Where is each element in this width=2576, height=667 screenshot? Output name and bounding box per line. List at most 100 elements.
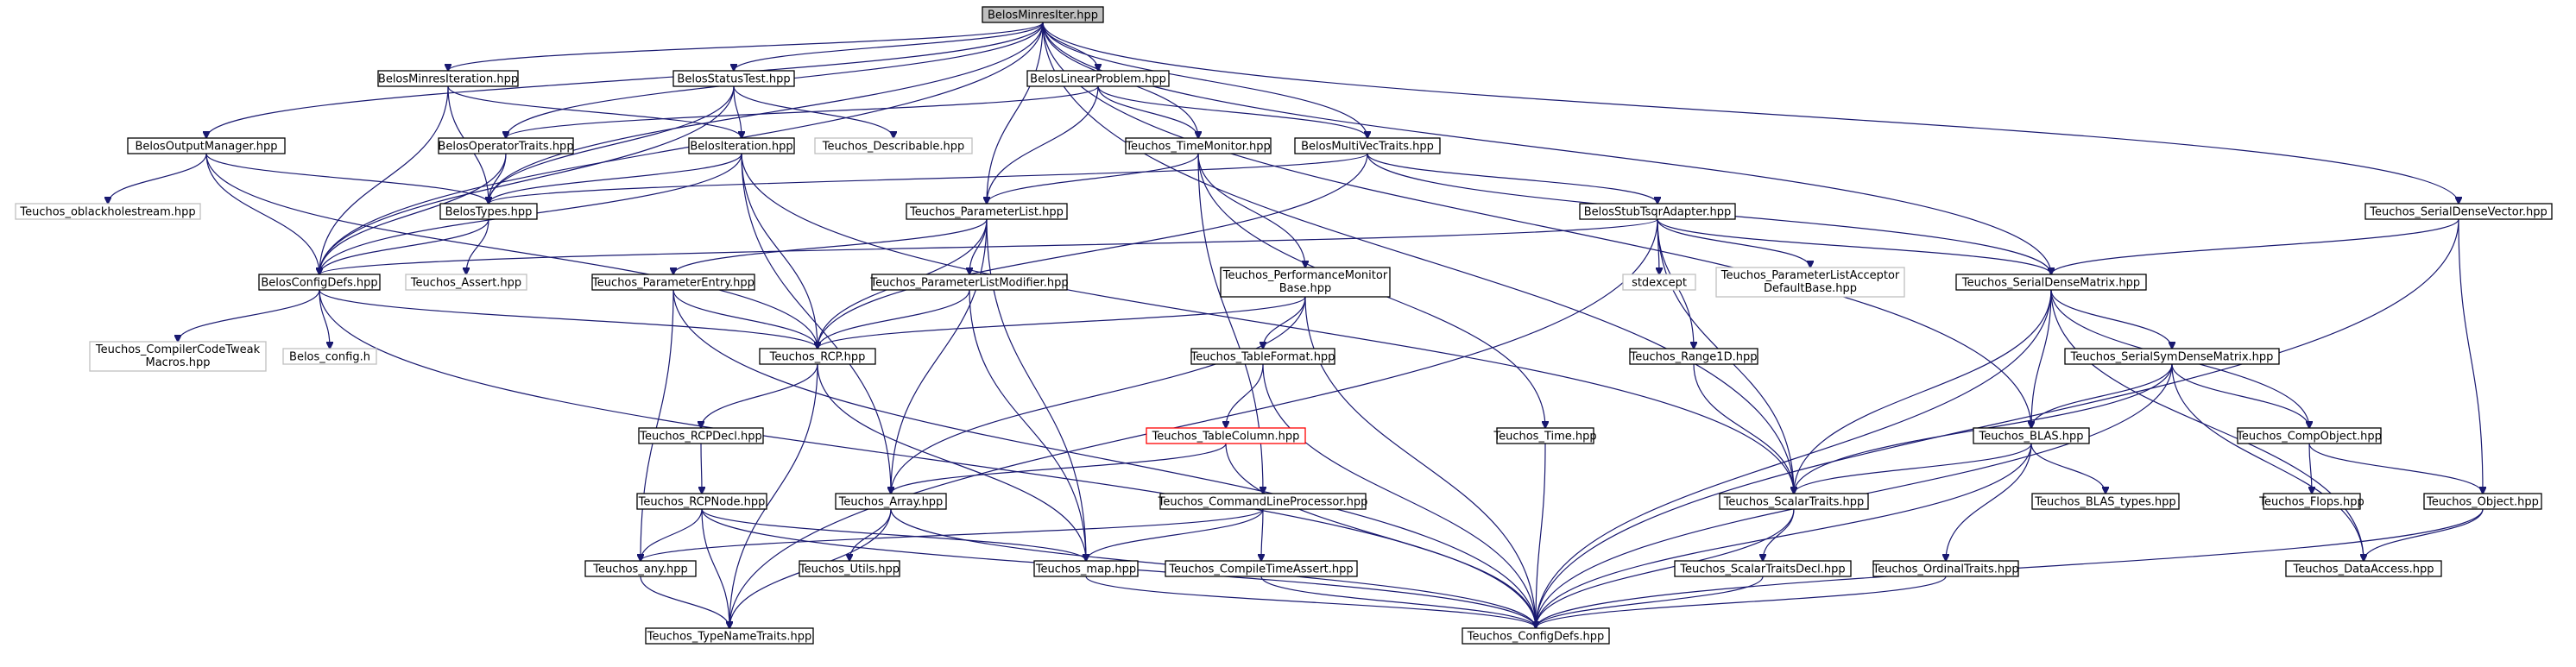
node-rcpnode[interactable]: Teuchos_RCPNode.hpp (636, 493, 767, 510)
node-tableformat[interactable]: Teuchos_TableFormat.hpp (1190, 348, 1335, 365)
node-cmdline[interactable]: Teuchos_CommandLineProcessor.hpp (1158, 493, 1368, 510)
edge-paramlistmod-to-rcp (818, 289, 970, 349)
node-paramentry[interactable]: Teuchos_ParameterEntry.hpp (591, 274, 755, 291)
node-label: Teuchos_ScalarTraitsDecl.hpp (1679, 563, 1845, 576)
node-label: Teuchos_any.hpp (592, 563, 688, 576)
edge-rcpdecl-to-rcpnode (701, 443, 702, 494)
node-tablecolumn[interactable]: Teuchos_TableColumn.hpp (1146, 427, 1306, 444)
node-stubtsqr[interactable]: BelosStubTsqrAdapter.hpp (1579, 203, 1736, 220)
node-dataaccess[interactable]: Teuchos_DataAccess.hpp (2285, 560, 2442, 577)
edge-perfmon-to-array (891, 296, 1306, 494)
node-blastypes[interactable]: Teuchos_BLAS_types.hpp (2031, 493, 2180, 510)
node-operatortraits[interactable]: BelosOperatorTraits.hpp (438, 137, 574, 154)
node-multivectraits[interactable]: BelosMultiVecTraits.hpp (1294, 137, 1441, 154)
edge-types-to-configdefs (319, 218, 489, 274)
node-assert[interactable]: Teuchos_Assert.hpp (405, 274, 527, 291)
edge-array-to-utils (849, 508, 892, 561)
node-scalartraitsdecl[interactable]: Teuchos_ScalarTraitsDecl.hpp (1674, 560, 1852, 577)
node-label: Teuchos_TableFormat.hpp (1190, 351, 1335, 364)
node-map[interactable]: Teuchos_map.hpp (1033, 560, 1139, 577)
edge-serialsym-to-blas (2031, 363, 2173, 428)
node-paramlistmod[interactable]: Teuchos_ParameterListModifier.hpp (869, 274, 1069, 291)
node-label: Teuchos_Time.hpp (1493, 431, 1596, 444)
edge-serialdensevector-to-object (2458, 218, 2483, 494)
edge-root-to-blas (1042, 22, 2031, 428)
node-oblackhole[interactable]: Teuchos_oblackholestream.hpp (15, 203, 201, 220)
node-describable[interactable]: Teuchos_Describable.hpp (814, 137, 973, 154)
node-minresiteration[interactable]: BelosMinresIteration.hpp (377, 70, 519, 87)
node-label: Belos_config.h (289, 351, 370, 364)
node-linearproblem[interactable]: BelosLinearProblem.hpp (1026, 70, 1170, 87)
edge-scalartraits-to-tconfigdefs (1536, 508, 1795, 628)
edge-stubtsqr-to-serialdensematrix (1657, 218, 2051, 274)
node-label: BelosMultiVecTraits.hpp (1301, 141, 1434, 154)
edge-compobject-to-flops (2309, 443, 2312, 494)
node-blas[interactable]: Teuchos_BLAS.hpp (1973, 427, 2090, 444)
node-stdexcept[interactable]: stdexcept (1622, 274, 1696, 291)
node-label: Base.hpp (1279, 282, 1332, 295)
edge-tablecolumn-to-array (891, 443, 1227, 494)
edge-blas-to-ordinaltraits (1946, 443, 2032, 561)
node-serialdensevector[interactable]: Teuchos_SerialDenseVector.hpp (2364, 203, 2553, 220)
edge-root-to-statustest (734, 22, 1044, 71)
edge-serialdensevector-to-tconfigdefs (1536, 218, 2459, 628)
edge-serialdensematrix-to-serialsym (2050, 289, 2172, 349)
node-paramlist[interactable]: Teuchos_ParameterList.hpp (906, 203, 1068, 220)
edge-blas-to-scalartraits (1794, 443, 2032, 494)
node-serialsym[interactable]: Teuchos_SerialSymDenseMatrix.hpp (2064, 348, 2280, 365)
node-iteration[interactable]: BelosIteration.hpp (688, 137, 795, 154)
node-label: Teuchos_Flops.hpp (2258, 496, 2364, 509)
edge-time-to-tconfigdefs (1536, 443, 1546, 628)
node-plistacceptor[interactable]: Teuchos_ParameterListAcceptorDefaultBase… (1715, 267, 1905, 298)
edge-root-to-types (489, 22, 1044, 204)
node-compiletime[interactable]: Teuchos_CompileTimeAssert.hpp (1165, 560, 1358, 577)
node-typenametraits[interactable]: Teuchos_TypeNameTraits.hpp (645, 627, 814, 645)
node-outputmanager[interactable]: BelosOutputManager.hpp (127, 137, 286, 154)
edge-multivectraits-to-rcp (818, 153, 1368, 349)
edge-outputmanager-to-configdefs (205, 153, 319, 274)
node-time[interactable]: Teuchos_Time.hpp (1493, 427, 1597, 444)
node-label: Teuchos_Array.hpp (838, 496, 944, 509)
node-belosconfigh[interactable]: Belos_config.h (282, 348, 377, 365)
node-label: Teuchos_SerialDenseMatrix.hpp (1961, 277, 2140, 290)
edge-range1d-to-scalartraits (1693, 363, 1794, 494)
node-scalartraits[interactable]: Teuchos_ScalarTraits.hpp (1719, 493, 1869, 510)
node-object[interactable]: Teuchos_Object.hpp (2423, 493, 2542, 510)
node-serialdensematrix[interactable]: Teuchos_SerialDenseMatrix.hpp (1955, 274, 2147, 291)
node-configdefs[interactable]: BelosConfigDefs.hpp (258, 274, 381, 291)
node-ordinaltraits[interactable]: Teuchos_OrdinalTraits.hpp (1872, 560, 2019, 577)
node-timemonitor[interactable]: Teuchos_TimeMonitor.hpp (1125, 137, 1272, 154)
node-compobject[interactable]: Teuchos_CompObject.hpp (2236, 427, 2382, 444)
edge-rcp-to-map (817, 363, 1086, 561)
node-label: Teuchos_BLAS_types.hpp (2034, 496, 2175, 509)
edge-rcp-to-typenametraits (729, 363, 818, 628)
edge-outputmanager-to-rcp (205, 153, 818, 349)
node-rcp[interactable]: Teuchos_RCP.hpp (759, 348, 876, 365)
node-label: Macros.hpp (146, 356, 211, 369)
node-label: Teuchos_SerialDenseVector.hpp (2369, 206, 2548, 219)
edge-compiletime-to-tconfigdefs (1260, 576, 1536, 628)
node-label: Teuchos_PerformanceMonitor (1222, 269, 1388, 282)
node-label: DefaultBase.hpp (1764, 282, 1857, 295)
node-utils[interactable]: Teuchos_Utils.hpp (799, 560, 900, 577)
edge-perfmon-to-rcp (818, 296, 1306, 349)
edge-serialdensematrix-to-dataaccess (2050, 289, 2364, 561)
edge-linearproblem-to-paramlist (987, 85, 1099, 204)
edge-types-to-assert (466, 218, 489, 274)
node-range1d[interactable]: Teuchos_Range1D.hpp (1629, 348, 1758, 365)
edge-operatortraits-to-configdefs (319, 153, 507, 274)
node-rcpdecl[interactable]: Teuchos_RCPDecl.hpp (638, 427, 764, 444)
edge-rcpnode-to-map (701, 508, 1086, 561)
node-any[interactable]: Teuchos_any.hpp (584, 560, 697, 577)
edge-root-to-minresiteration (448, 22, 1044, 71)
node-root[interactable]: BelosMinresIter.hpp (982, 6, 1104, 23)
node-types[interactable]: BelosTypes.hpp (439, 203, 538, 220)
edge-paramentry-to-any (641, 289, 674, 561)
node-flops[interactable]: Teuchos_Flops.hpp (2258, 493, 2364, 510)
node-array[interactable]: Teuchos_Array.hpp (835, 493, 947, 510)
node-tconfigdefs[interactable]: Teuchos_ConfigDefs.hpp (1462, 627, 1610, 645)
node-statustest[interactable]: BelosStatusTest.hpp (672, 70, 795, 87)
edge-blas-to-blastypes (2030, 443, 2106, 494)
